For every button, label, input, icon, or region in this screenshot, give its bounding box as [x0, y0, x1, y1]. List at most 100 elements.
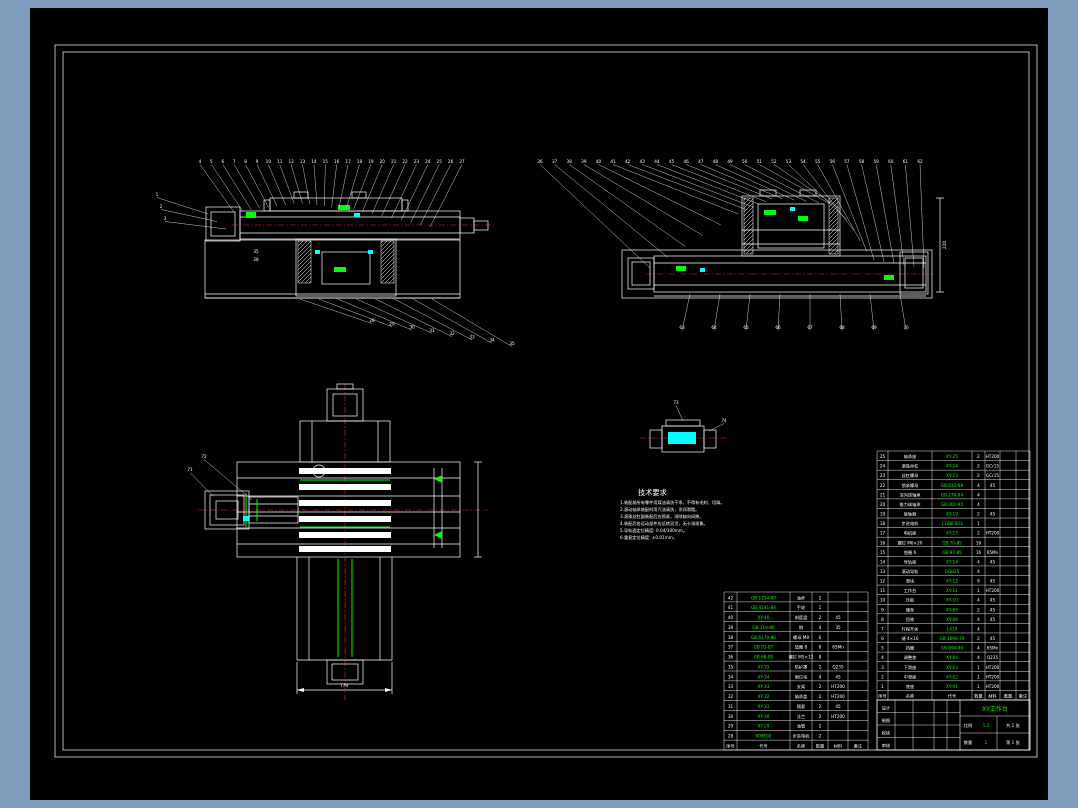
- bom-cell: 6: [881, 636, 884, 641]
- bom-cell: GB 70-85: [942, 540, 962, 545]
- callout-number: 9: [256, 159, 259, 164]
- leader-line: [919, 164, 925, 269]
- bom-cell: 45: [990, 636, 996, 641]
- callout-number: 15: [323, 159, 329, 164]
- bom-cell: 4: [819, 625, 822, 630]
- bom-cell: 压板: [906, 597, 915, 604]
- callout-number: 58: [859, 159, 865, 164]
- bom-cell: 2: [819, 704, 822, 709]
- bom-header-cell: 备注: [854, 742, 863, 749]
- callout-number: 49: [727, 159, 733, 164]
- bom-cell: 镶条: [906, 606, 915, 613]
- sheet-count: 共 1 张: [1006, 722, 1021, 729]
- sheet-border: [54, 44, 1038, 758]
- bom-cell: XY-02: [946, 674, 958, 679]
- bom-cell: 法兰: [797, 713, 805, 720]
- leader-line: [245, 164, 269, 208]
- bom-cell: 滚动导轨: [902, 568, 920, 575]
- callout-number: 16: [334, 159, 340, 164]
- leader-line: [203, 459, 253, 501]
- callout-number: 38: [567, 159, 573, 164]
- callout-number: 51: [757, 159, 763, 164]
- bom-cell: 垫圈 6: [904, 549, 917, 556]
- leader-line: [279, 164, 295, 204]
- dim-label: 220: [942, 241, 947, 249]
- bom-cell: 油杯: [797, 594, 806, 601]
- bom-cell: 32: [728, 694, 734, 699]
- callout-number: 8: [244, 159, 247, 164]
- title-block-role: 制图: [882, 717, 890, 724]
- bom-cell: XY-11: [946, 588, 958, 593]
- bom-cell: LX19: [947, 626, 958, 631]
- leader-line: [598, 164, 721, 226]
- bom-header-cell: 重量: [1004, 693, 1012, 700]
- bom-cell: GCr15: [986, 464, 1000, 469]
- callout-number: 24: [425, 159, 431, 164]
- callout-number: 26: [448, 159, 454, 164]
- bom-cell: 螺母 M8: [793, 634, 809, 641]
- bom-header-cell: 材料: [834, 742, 843, 749]
- bom-cell: 4: [977, 626, 980, 631]
- bom-cell: Q235: [832, 664, 844, 669]
- callout-number: 19: [368, 159, 374, 164]
- bom-cell: XY-33: [758, 684, 770, 689]
- bom-cell: 2: [819, 734, 822, 739]
- bom-cell: 45: [990, 598, 996, 603]
- callout-number: 61: [903, 159, 909, 164]
- callout-number: 30: [409, 325, 415, 330]
- callout-number: 69: [871, 325, 877, 330]
- tech-requirements-lines: 1.装配前所有零件用煤油清洗干净，不得有毛刺、切屑。2.滚动轴承装配时用汽油清洗…: [620, 499, 725, 541]
- leader-line: [222, 164, 252, 210]
- view-side-y: 220: [621, 189, 947, 299]
- callout-number: 72: [201, 454, 207, 459]
- leader-line: [160, 209, 218, 222]
- bom-cell: HT200: [986, 674, 1000, 679]
- bom-cell: 4: [977, 559, 980, 564]
- leader-line: [394, 298, 473, 341]
- bom-cell: 2: [977, 607, 980, 612]
- leader-line: [745, 293, 751, 331]
- leader-line: [729, 164, 807, 202]
- bom-cell: 9: [881, 607, 884, 612]
- bom-cell: 10: [880, 598, 886, 603]
- bom-cell: 24: [880, 464, 886, 469]
- dim-label: 35: [253, 249, 259, 254]
- leader-line: [324, 164, 326, 207]
- bom-cell: 步进电机: [902, 520, 920, 527]
- bom-cell: 4: [977, 492, 980, 497]
- bom-cell: 12: [880, 579, 886, 584]
- callout-number: 42: [625, 159, 631, 164]
- bom-header-cell: 数量: [974, 693, 982, 700]
- callout-number: 47: [698, 159, 704, 164]
- bom-cell: 18: [880, 521, 886, 526]
- bom-cell: XY-32: [758, 694, 770, 699]
- callout-number: 73: [673, 400, 679, 405]
- tech-requirement-line: 6.重复定位精度: ±0.01mm。: [620, 534, 677, 541]
- callout-number: 57: [844, 159, 850, 164]
- bom-header-cell: 名称: [797, 742, 805, 749]
- callout-number: 6: [221, 159, 224, 164]
- leader-line: [189, 472, 214, 497]
- bom-cell: 销: [799, 624, 803, 631]
- leader-line: [371, 164, 394, 214]
- bom-cell: 16: [976, 550, 982, 555]
- bom-cell: 3: [881, 665, 884, 670]
- bom-header-cell: 材料: [988, 693, 997, 700]
- bom-cell: 螺钉 M6×20: [898, 539, 923, 546]
- callout-number: 35: [509, 341, 515, 346]
- qty-label: 数量: [964, 739, 972, 746]
- view-side-x: 35 28: [204, 191, 496, 299]
- tech-requirement-line: 3.滚珠丝杠副装配后应预紧，消除轴向间隙。: [620, 513, 704, 520]
- callout-number: 3: [164, 216, 167, 221]
- callout-number: 2: [160, 204, 163, 209]
- bom-cell: 14: [880, 559, 886, 564]
- callout-number: 54: [800, 159, 806, 164]
- bom-cell: 键 4×16: [901, 635, 918, 642]
- bom-cell: 25: [880, 454, 886, 459]
- bom-cell: GB 812-88: [941, 483, 964, 488]
- leader-line: [413, 298, 493, 344]
- bom-cell: 7: [881, 626, 884, 631]
- leader-line: [313, 164, 318, 206]
